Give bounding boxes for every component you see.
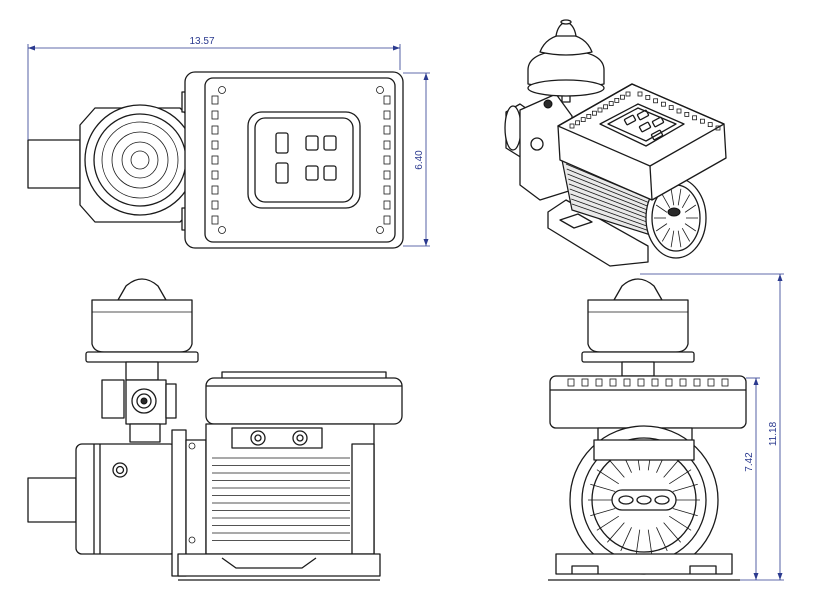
top-view (27, 71, 404, 249)
top-view-inlet-pipe (27, 139, 81, 189)
side-base (555, 553, 733, 575)
dimension-overall-height: 11.18 (640, 273, 784, 581)
overall-height-label: 11.18 (768, 421, 779, 446)
iso-vents (569, 91, 721, 131)
front-fan-cover (351, 443, 375, 555)
side-pressure-tank (581, 278, 695, 377)
side-view (548, 278, 747, 581)
dimension-overall-length: 13.57 (27, 36, 401, 140)
iso-pressure-tank (527, 19, 605, 103)
front-motor-fins (212, 457, 350, 541)
front-controller-box (205, 377, 403, 425)
top-view-volute (84, 104, 196, 216)
side-fan-cover (569, 425, 719, 575)
iso-gauge (543, 99, 553, 109)
front-pressure-tank (85, 278, 199, 381)
front-pump-housing (75, 443, 177, 555)
top-view-vents-right (383, 95, 391, 225)
front-tee-left (101, 379, 125, 419)
top-width-label: 6.40 (414, 150, 425, 170)
top-view-vents-left (211, 95, 219, 225)
side-vents (567, 378, 729, 387)
iso-base (547, 199, 649, 267)
dimension-top-width: 6.40 (403, 72, 430, 247)
side-controller-box (549, 375, 747, 429)
top-view-keypad (247, 111, 361, 209)
front-inlet-pipe (27, 477, 77, 523)
isometric-view (504, 19, 727, 267)
front-view (27, 278, 403, 581)
dimension-motor-height: 7.42 (744, 377, 760, 580)
motor-height-label: 7.42 (744, 452, 755, 472)
front-motor (205, 423, 375, 555)
front-base (177, 553, 381, 577)
overall-length-label: 13.57 (189, 36, 214, 47)
